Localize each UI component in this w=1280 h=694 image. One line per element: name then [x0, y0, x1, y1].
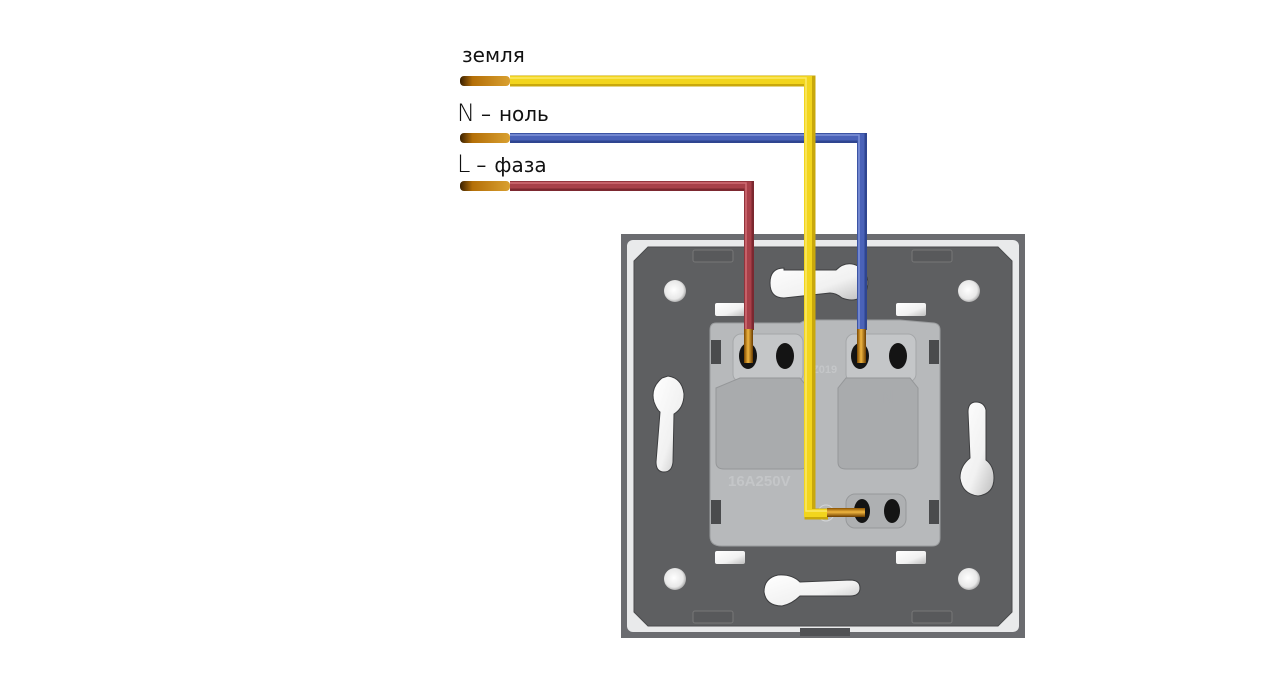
keyhole-slot-bottom: [763, 574, 861, 607]
phase-wire-copper-end: [744, 329, 753, 363]
rect-slot: [896, 551, 926, 564]
phase-wire-label: L–фаза: [457, 150, 547, 178]
l-terminal-cover: [715, 377, 809, 470]
neutral-wire-copper-end: [857, 329, 866, 363]
mount-tab: [911, 610, 953, 624]
earth-wire-body: [510, 76, 828, 517]
screw-hole: [958, 280, 980, 302]
rating-marking: 16A250V: [728, 473, 791, 490]
neutral-dash: –: [480, 102, 491, 126]
housing-clip: [929, 500, 939, 524]
earth-wire-label: земля: [462, 43, 525, 67]
phase-wire-highlight: [510, 182, 747, 330]
earth-terminal-screw-hole: [884, 499, 900, 523]
rect-slot: [896, 303, 926, 316]
rect-slot: [715, 303, 745, 316]
phase-dash: –: [476, 153, 487, 177]
keyhole-slot-top: [769, 263, 869, 301]
bottom-notch: [800, 628, 850, 636]
mount-tab: [911, 249, 953, 263]
housing-clip: [711, 340, 721, 364]
model-marking: Z019: [812, 364, 837, 376]
housing-clip: [711, 500, 721, 524]
neutral-code: N: [457, 99, 475, 127]
phase-code: L: [457, 150, 471, 178]
neutral-wire-stripped-end: [460, 133, 510, 143]
mount-tab: [692, 249, 734, 263]
phase-label-text: фаза: [494, 153, 547, 177]
keyhole-slot-right: [959, 401, 995, 497]
earth-label-text: земля: [462, 43, 525, 67]
earth-wire-copper-end: [827, 508, 865, 517]
n-terminal-label: N: [880, 387, 894, 408]
rect-slot: [715, 551, 745, 564]
mount-tab: [692, 610, 734, 624]
neutral-label-text: ноль: [498, 102, 549, 126]
neutral-wire-body: [510, 133, 865, 330]
earth-wire-highlight: [510, 77, 828, 512]
phase-wire: [460, 181, 754, 363]
phase-wire-body: [510, 181, 752, 330]
l-terminal-label: L: [748, 387, 759, 408]
wires: [460, 75, 867, 520]
keyhole-slot-left: [652, 375, 685, 473]
screw-hole: [664, 280, 686, 302]
housing-clip: [929, 340, 939, 364]
n-terminal-cover: [837, 377, 919, 470]
phase-wire-stripped-end: [460, 181, 510, 191]
screw-hole: [958, 568, 980, 590]
screw-hole: [664, 568, 686, 590]
earth-wire-stripped-end: [460, 76, 510, 86]
n-terminal-screw-hole: [889, 343, 907, 369]
earth-wire: [460, 75, 865, 520]
neutral-wire: [460, 133, 867, 363]
neutral-wire-highlight: [510, 134, 860, 330]
neutral-wire-label: N–ноль: [457, 99, 549, 127]
l-terminal-screw-hole: [776, 343, 794, 369]
